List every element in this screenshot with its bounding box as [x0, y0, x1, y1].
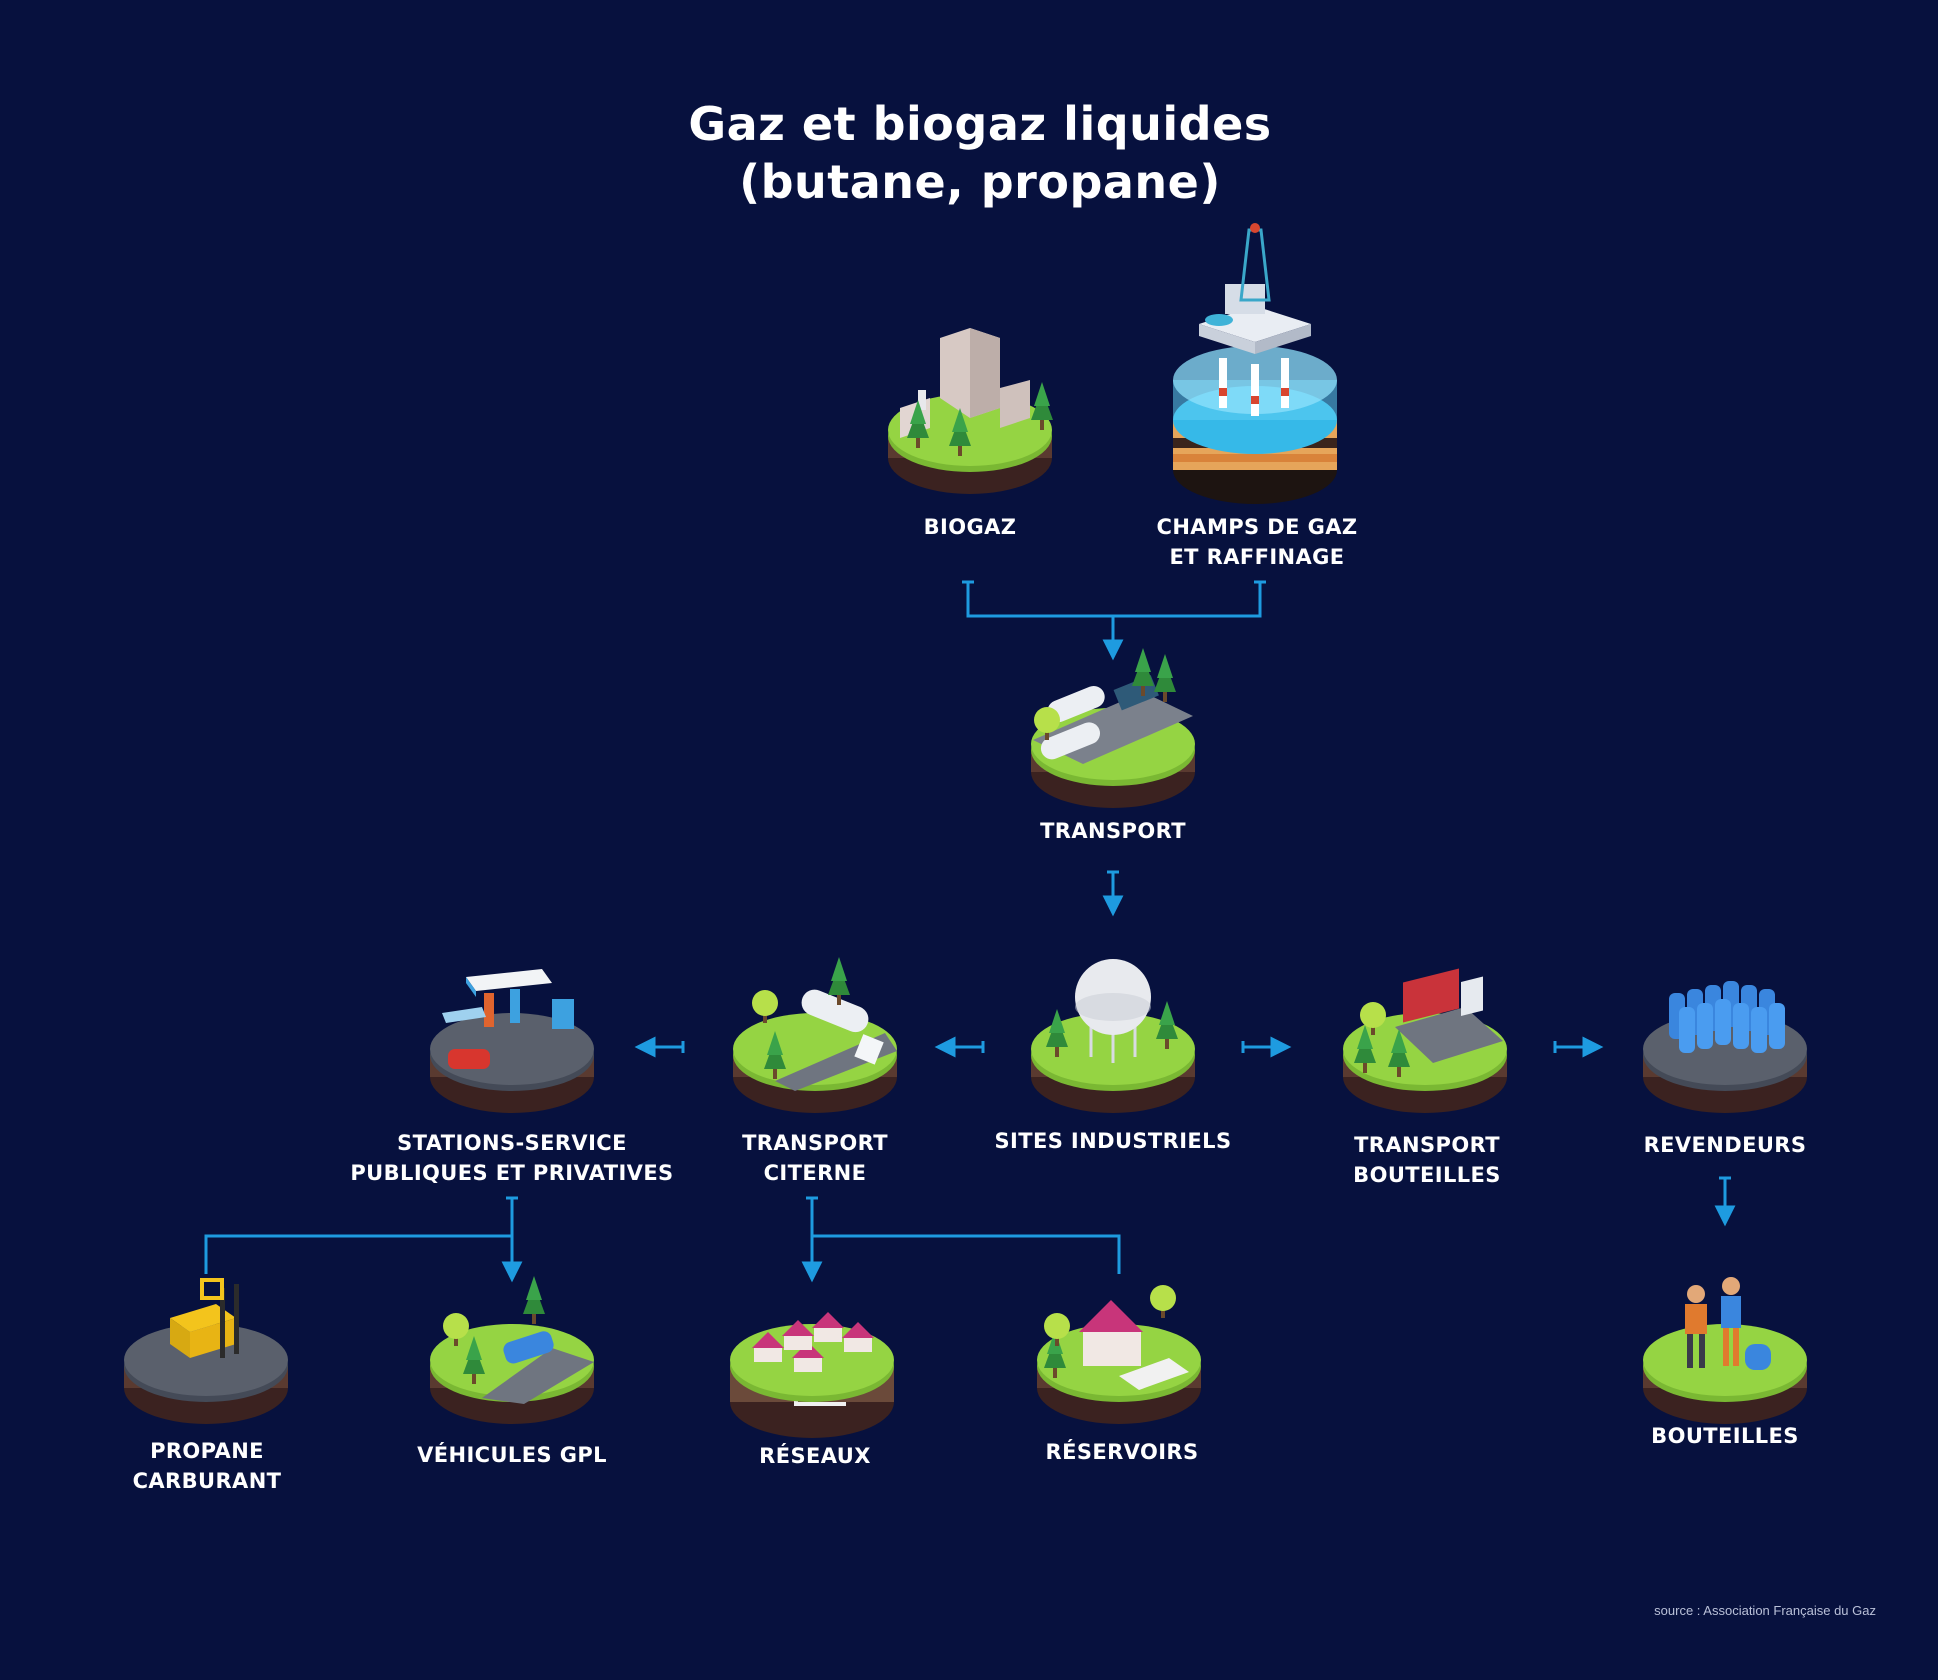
node-label-biogaz: BIOGAZ — [800, 512, 1140, 542]
node-label-transport-bouteilles: TRANSPORT BOUTEILLES — [1257, 1130, 1597, 1190]
node-label-vehicules-line-1: VÉHICULES GPL — [417, 1443, 607, 1467]
island-transport — [1031, 648, 1195, 808]
node-label-citerne-line-1: TRANSPORT — [742, 1131, 888, 1155]
node-label-revendeurs-line-1: REVENDEURS — [1643, 1133, 1807, 1157]
connector-stations-split — [204, 1198, 512, 1274]
island-stations-service — [430, 969, 594, 1113]
island-sites-industriels — [1031, 959, 1195, 1113]
node-label-champs-line-1: CHAMPS DE GAZ — [1156, 515, 1358, 539]
node-label-propane-line-1: PROPANE — [150, 1439, 264, 1463]
node-label-champs-line-2: ET RAFFINAGE — [1169, 545, 1345, 569]
node-label-bouteilles-transport-line-1: TRANSPORT — [1354, 1133, 1500, 1157]
island-reservoirs — [1037, 1285, 1201, 1424]
node-label-propane-carburant: PROPANE CARBURANT — [37, 1436, 377, 1496]
island-transport-citerne — [733, 957, 897, 1113]
node-label-vehicules-gpl: VÉHICULES GPL — [342, 1440, 682, 1470]
island-vehicules-gpl — [430, 1276, 594, 1424]
node-label-citerne-line-2: CITERNE — [763, 1161, 867, 1185]
island-transport-bouteilles — [1343, 968, 1507, 1113]
node-label-stations-service: STATIONS-SERVICE PUBLIQUES ET PRIVATIVES — [342, 1128, 682, 1188]
node-label-sites-industriels: SITES INDUSTRIELS — [943, 1126, 1283, 1156]
node-label-reseaux: RÉSEAUX — [645, 1441, 985, 1471]
island-reseaux — [730, 1312, 894, 1438]
title-line-1: Gaz et biogaz liquides — [688, 97, 1272, 151]
connectors — [204, 580, 1736, 1274]
title-line-2: (butane, propane) — [739, 155, 1221, 209]
source-credit: source : Association Française du Gaz — [1654, 1603, 1876, 1618]
connector-sources-to-transport — [966, 582, 1262, 652]
node-label-stations-line-1: STATIONS-SERVICE — [397, 1131, 627, 1155]
island-revendeurs — [1643, 981, 1807, 1113]
node-label-transport-citerne: TRANSPORT CITERNE — [645, 1128, 985, 1188]
node-label-stations-line-2: PUBLIQUES ET PRIVATIVES — [350, 1161, 674, 1185]
node-label-reseaux-line-1: RÉSEAUX — [759, 1444, 871, 1468]
island-propane-carburant — [124, 1278, 288, 1424]
node-label-bouteilles-transport-line-2: BOUTEILLES — [1353, 1163, 1501, 1187]
node-label-reservoirs-line-1: RÉSERVOIRS — [1045, 1440, 1199, 1464]
diagram-title: Gaz et biogaz liquides (butane, propane) — [0, 95, 1938, 211]
node-label-champs-de-gaz: CHAMPS DE GAZ ET RAFFINAGE — [1087, 512, 1427, 572]
node-label-biogaz-line-1: BIOGAZ — [923, 515, 1017, 539]
island-bouteilles — [1643, 1277, 1807, 1424]
node-label-transport-line-1: TRANSPORT — [1040, 819, 1186, 843]
node-label-transport: TRANSPORT — [943, 816, 1283, 846]
connector-citerne-split — [812, 1198, 1121, 1274]
island-biogaz — [888, 328, 1053, 494]
node-label-propane-line-2: CARBURANT — [132, 1469, 282, 1493]
island-champs-de-gaz — [1173, 223, 1337, 504]
node-label-sites-line-1: SITES INDUSTRIELS — [994, 1129, 1232, 1153]
node-label-reservoirs: RÉSERVOIRS — [952, 1437, 1292, 1467]
node-label-bouteilles-line-1: BOUTEILLES — [1651, 1424, 1799, 1448]
node-label-bouteilles: BOUTEILLES — [1555, 1421, 1895, 1451]
node-label-revendeurs: REVENDEURS — [1555, 1130, 1895, 1160]
